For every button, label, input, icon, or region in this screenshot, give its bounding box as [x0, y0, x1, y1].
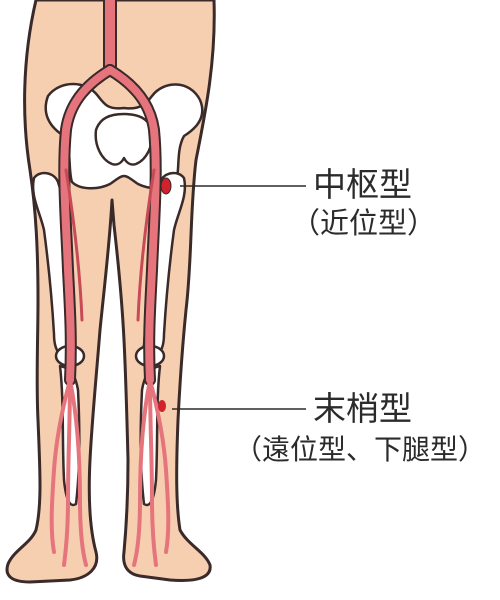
- arteries: [49, 0, 171, 567]
- central-type-label: 中枢型: [313, 165, 412, 204]
- peripheral-type-label: 末梢型: [313, 389, 412, 428]
- peripheral-lesion-marker: [158, 400, 166, 412]
- central-type-sublabel: （近位型）: [291, 206, 437, 240]
- peripheral-type-sublabel: （遠位型、下腿型）: [234, 433, 487, 466]
- central-lesion-marker: [160, 177, 172, 195]
- sacrum-bone: [94, 112, 154, 166]
